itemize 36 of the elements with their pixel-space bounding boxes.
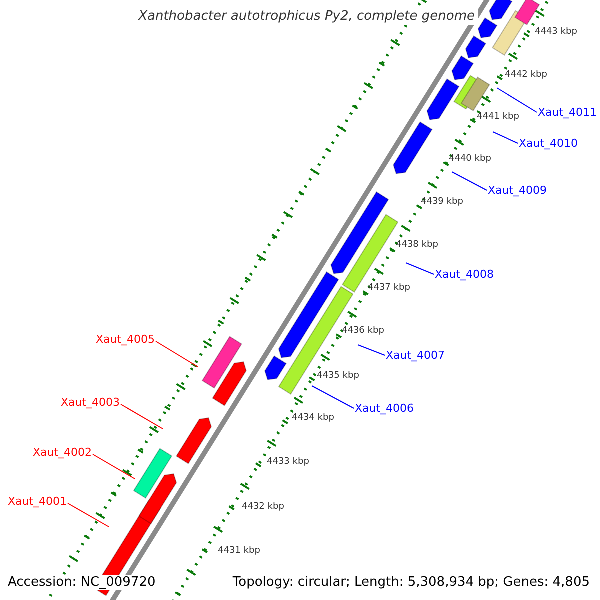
leader-line	[496, 88, 538, 113]
scale-label: 4437 kbp	[368, 284, 410, 293]
leader-line	[68, 503, 110, 528]
scale-label: 4435 kbp	[317, 372, 360, 381]
scale-label: 4433 kbp	[267, 458, 310, 467]
diagram-title: Xanthobacter autotrophicus Py2, complete genome	[136, 8, 478, 25]
gene-label: Xaut_4009	[488, 185, 548, 196]
scale-label: 4439 kbp	[421, 198, 464, 207]
gene-label: Xaut_4005	[96, 334, 155, 345]
accession-text: Accession: NC_009720	[6, 575, 158, 590]
scale-label: 4443 kbp	[535, 28, 578, 37]
leader-line	[452, 172, 488, 191]
leader-line	[492, 132, 518, 144]
scale-label: 4434 kbp	[292, 414, 334, 423]
scale-label: 4438 kbp	[396, 241, 438, 250]
genome-info-text: Topology: circular; Length: 5,308,934 bp; Genes: 4,805	[230, 575, 592, 590]
gene-label: Xaut_4002	[32, 447, 92, 458]
scale-label: 4442 kbp	[505, 71, 548, 80]
leader-line	[156, 341, 198, 368]
gene-label: Xaut_4001	[8, 496, 67, 507]
gene-label: Xaut_4010	[519, 138, 578, 149]
leader-line	[406, 262, 434, 275]
scale-label: 4440 kbp	[449, 155, 492, 164]
leader-line	[312, 386, 354, 409]
scale-label: 4431 kbp	[218, 547, 260, 556]
leader-line	[120, 404, 164, 430]
scale-label: 4441 kbp	[477, 113, 520, 122]
scale-label: 4432 kbp	[242, 503, 284, 512]
leader-line	[358, 344, 386, 356]
leader-line	[92, 454, 136, 480]
gene-label: Xaut_4006	[355, 403, 414, 414]
gene-label: Xaut_4008	[435, 269, 494, 280]
gene-label: Xaut_4003	[60, 397, 120, 408]
gene-label: Xaut_4007	[386, 350, 446, 361]
scale-label: 4436 kbp	[342, 327, 384, 336]
gene-label: Xaut_4011	[538, 107, 598, 118]
